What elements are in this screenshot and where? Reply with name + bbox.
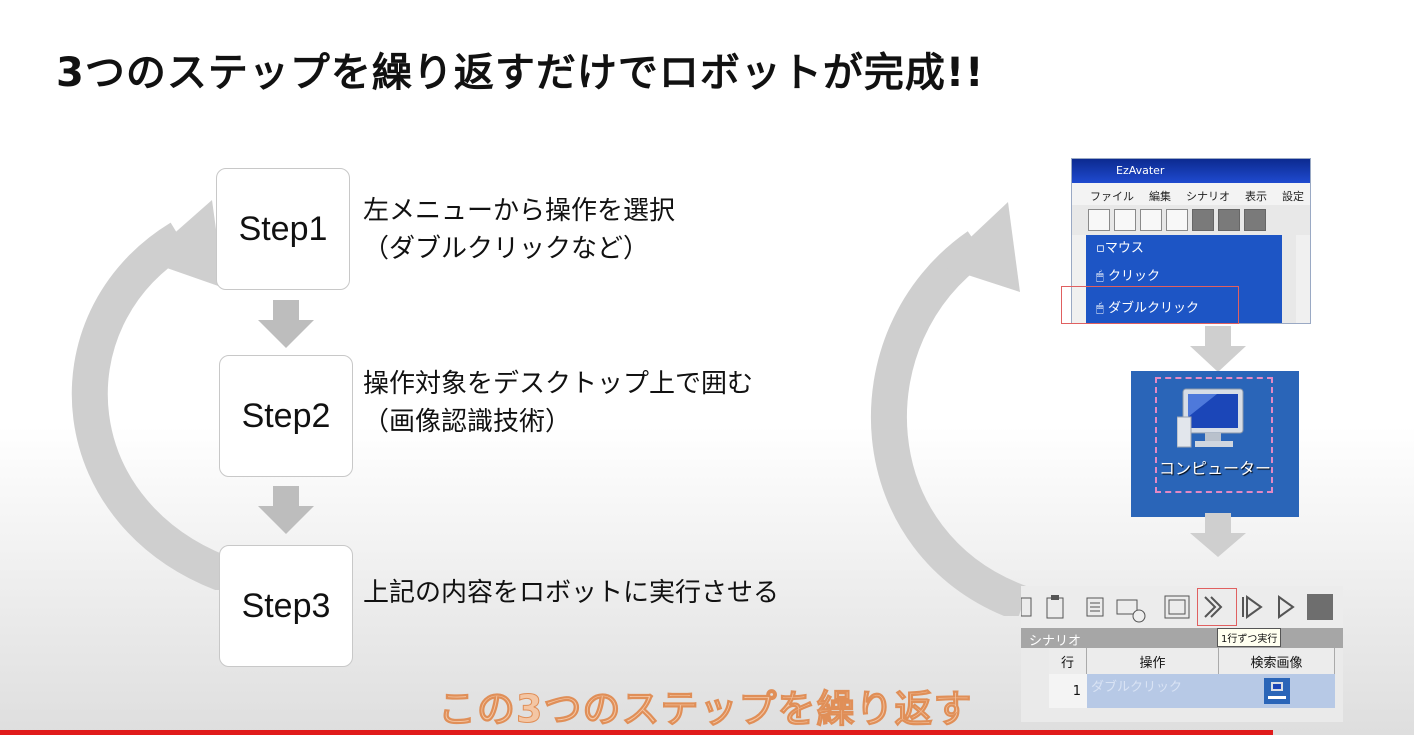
step2-label: Step2 xyxy=(241,396,331,435)
desktop-screenshot: コンピューター xyxy=(1131,371,1299,517)
step1-box: Step1 xyxy=(216,168,350,290)
step-execute-highlight xyxy=(1197,588,1237,626)
clipboard-icon[interactable] xyxy=(1046,595,1064,619)
scenario-toolbar xyxy=(1021,586,1343,628)
cycle-arrow-right xyxy=(870,202,1030,616)
menu-view[interactable]: 表示 xyxy=(1245,190,1267,203)
step3-label: Step3 xyxy=(241,586,331,625)
mouse-icon: 🖱 xyxy=(1096,301,1104,316)
toolbar-button-icon[interactable] xyxy=(1244,209,1266,231)
slide-title: 3つのステップを繰り返すだけでロボットが完成!! xyxy=(56,50,985,96)
step2-desc-line1: 操作対象をデスクトップ上で囲む xyxy=(363,369,754,399)
list-icon[interactable] xyxy=(1086,597,1104,617)
paste-icon[interactable] xyxy=(1021,597,1032,617)
menu-file[interactable]: ファイル xyxy=(1090,190,1134,203)
step1-desc-line1: 左メニューから操作を選択 xyxy=(363,196,676,226)
window-icon[interactable] xyxy=(1114,209,1136,231)
down-arrow-3 xyxy=(1190,326,1246,372)
play-icon[interactable] xyxy=(1278,595,1295,619)
tree-item-click[interactable]: 🖱 クリック xyxy=(1096,269,1160,284)
step3-box: Step3 xyxy=(219,545,353,667)
grid-cell-action[interactable]: ダブルクリック xyxy=(1087,674,1219,708)
tree-scrollbar[interactable] xyxy=(1282,235,1296,323)
app-toolbar xyxy=(1072,205,1310,235)
scenario-screenshot: シナリオ 1行ずつ実行 行 操作 検索画像 1 ダブルクリック xyxy=(1021,586,1343,722)
computer-icon-label: コンピューター xyxy=(1158,459,1271,478)
step1-label: Step1 xyxy=(238,209,328,248)
toolbar-button-icon[interactable] xyxy=(1192,209,1214,231)
video-caption: この3つのステップを繰り返す xyxy=(437,687,973,732)
search-image-thumbnail xyxy=(1264,678,1290,704)
computer-icon xyxy=(1177,388,1244,448)
step-execute-icon[interactable] xyxy=(1204,596,1223,618)
action-tree: ▫マウス 🖱 クリック 🖱 ダブルクリック xyxy=(1086,235,1296,323)
down-arrow-2 xyxy=(258,486,314,534)
down-arrow-4 xyxy=(1190,513,1246,557)
menu-scenario[interactable]: シナリオ xyxy=(1186,190,1230,203)
step2-description: 操作対象をデスクトップ上で囲む （画像認識技術） xyxy=(363,365,753,441)
step3-desc-line1: 上記の内容をロボットに実行させる xyxy=(363,578,780,608)
grid-cell-row-number: 1 xyxy=(1049,674,1087,708)
menu-screenshot: EzAvater ファイル 編集 シナリオ 表示 設定 ▫マウス 🖱 クリック … xyxy=(1071,158,1311,324)
grid-cell-search-image[interactable] xyxy=(1219,674,1335,708)
step1-description: 左メニューから操作を選択 （ダブルクリックなど） xyxy=(363,192,675,268)
step2-box: Step2 xyxy=(219,355,353,477)
window-icon[interactable] xyxy=(1164,595,1190,619)
tree-header-mouse[interactable]: ▫マウス xyxy=(1096,241,1144,256)
menu-settings[interactable]: 設定 xyxy=(1282,190,1304,203)
cycle-arrow-left xyxy=(71,200,240,590)
mouse-icon: 🖱 xyxy=(1096,269,1104,284)
new-file-icon[interactable] xyxy=(1140,209,1162,231)
tree-item-double-click[interactable]: 🖱 ダブルクリック xyxy=(1096,301,1199,316)
toolbar-button-icon[interactable] xyxy=(1218,209,1240,231)
selection-rectangle xyxy=(1155,377,1273,493)
open-file-icon[interactable] xyxy=(1166,209,1188,231)
delete-window-icon[interactable] xyxy=(1116,599,1146,623)
step-execute-tooltip: 1行ずつ実行 xyxy=(1217,628,1282,647)
video-progress-bar[interactable] xyxy=(0,730,1273,735)
list-icon[interactable] xyxy=(1088,209,1110,231)
step1-desc-line2: （ダブルクリックなど） xyxy=(363,234,650,264)
grid-header-row-number: 行 xyxy=(1049,648,1087,674)
menu-edit[interactable]: 編集 xyxy=(1149,190,1171,203)
step3-description: 上記の内容をロボットに実行させる xyxy=(363,574,779,612)
step-play-icon[interactable] xyxy=(1242,595,1263,619)
app-titlebar: EzAvater xyxy=(1072,159,1310,183)
double-click-highlight xyxy=(1061,286,1239,324)
step2-desc-line2: （画像認識技術） xyxy=(363,407,572,437)
grid-header-search-image: 検索画像 xyxy=(1219,648,1335,674)
stop-icon[interactable] xyxy=(1307,594,1333,620)
grid-header-action: 操作 xyxy=(1087,648,1219,674)
scenario-section-label: シナリオ xyxy=(1021,628,1343,649)
app-menubar: ファイル 編集 シナリオ 表示 設定 xyxy=(1072,183,1310,205)
down-arrow-1 xyxy=(258,300,314,348)
